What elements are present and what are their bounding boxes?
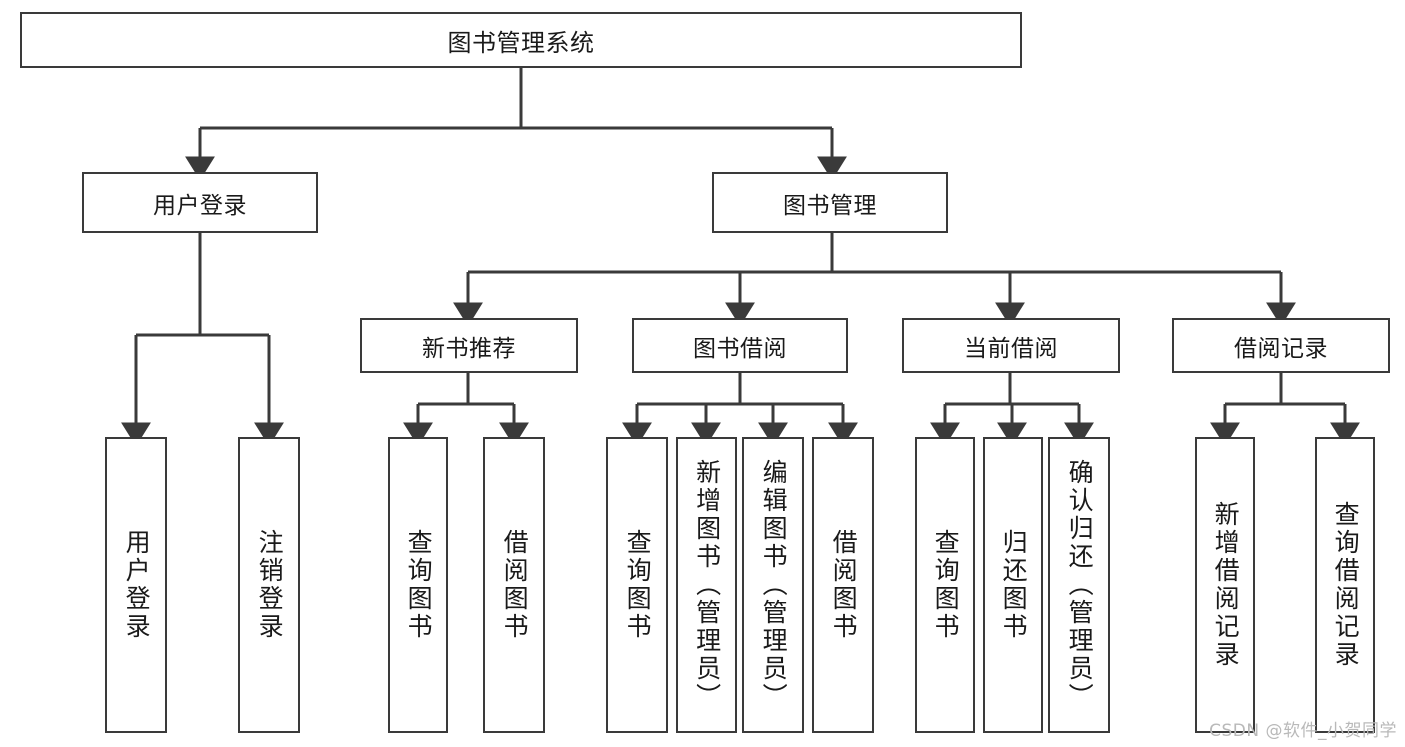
leaf-logout[interactable]: 注销登录 [238,437,300,733]
leaf-add-book-admin[interactable]: 新增图书（管理员） [676,437,737,733]
leaf-query-book-current[interactable]: 查询图书 [915,437,975,733]
node-new-book-recommendation[interactable]: 新书推荐 [360,318,578,373]
leaf-query-borrow-record[interactable]: 查询借阅记录 [1315,437,1375,733]
leaf-borrow-book-borrowing[interactable]: 借阅图书 [812,437,874,733]
csdn-watermark: CSDN @软件_小贺同学 [1209,721,1397,741]
leaf-user-login[interactable]: 用户登录 [105,437,167,733]
node-book-management[interactable]: 图书管理 [712,172,948,233]
leaf-edit-book-admin[interactable]: 编辑图书（管理员） [742,437,804,733]
leaf-query-book-borrowing[interactable]: 查询图书 [606,437,668,733]
node-user-login[interactable]: 用户登录 [82,172,318,233]
node-book-borrowing[interactable]: 图书借阅 [632,318,848,373]
leaf-confirm-return-admin[interactable]: 确认归还（管理员） [1048,437,1110,733]
node-root-book-management-system[interactable]: 图书管理系统 [20,12,1022,68]
node-current-borrowing[interactable]: 当前借阅 [902,318,1120,373]
leaf-borrow-book-new-recommendation[interactable]: 借阅图书 [483,437,545,733]
leaf-return-book[interactable]: 归还图书 [983,437,1043,733]
leaf-query-book-new-recommendation[interactable]: 查询图书 [388,437,448,733]
leaf-add-borrow-record[interactable]: 新增借阅记录 [1195,437,1255,733]
node-borrow-record[interactable]: 借阅记录 [1172,318,1390,373]
